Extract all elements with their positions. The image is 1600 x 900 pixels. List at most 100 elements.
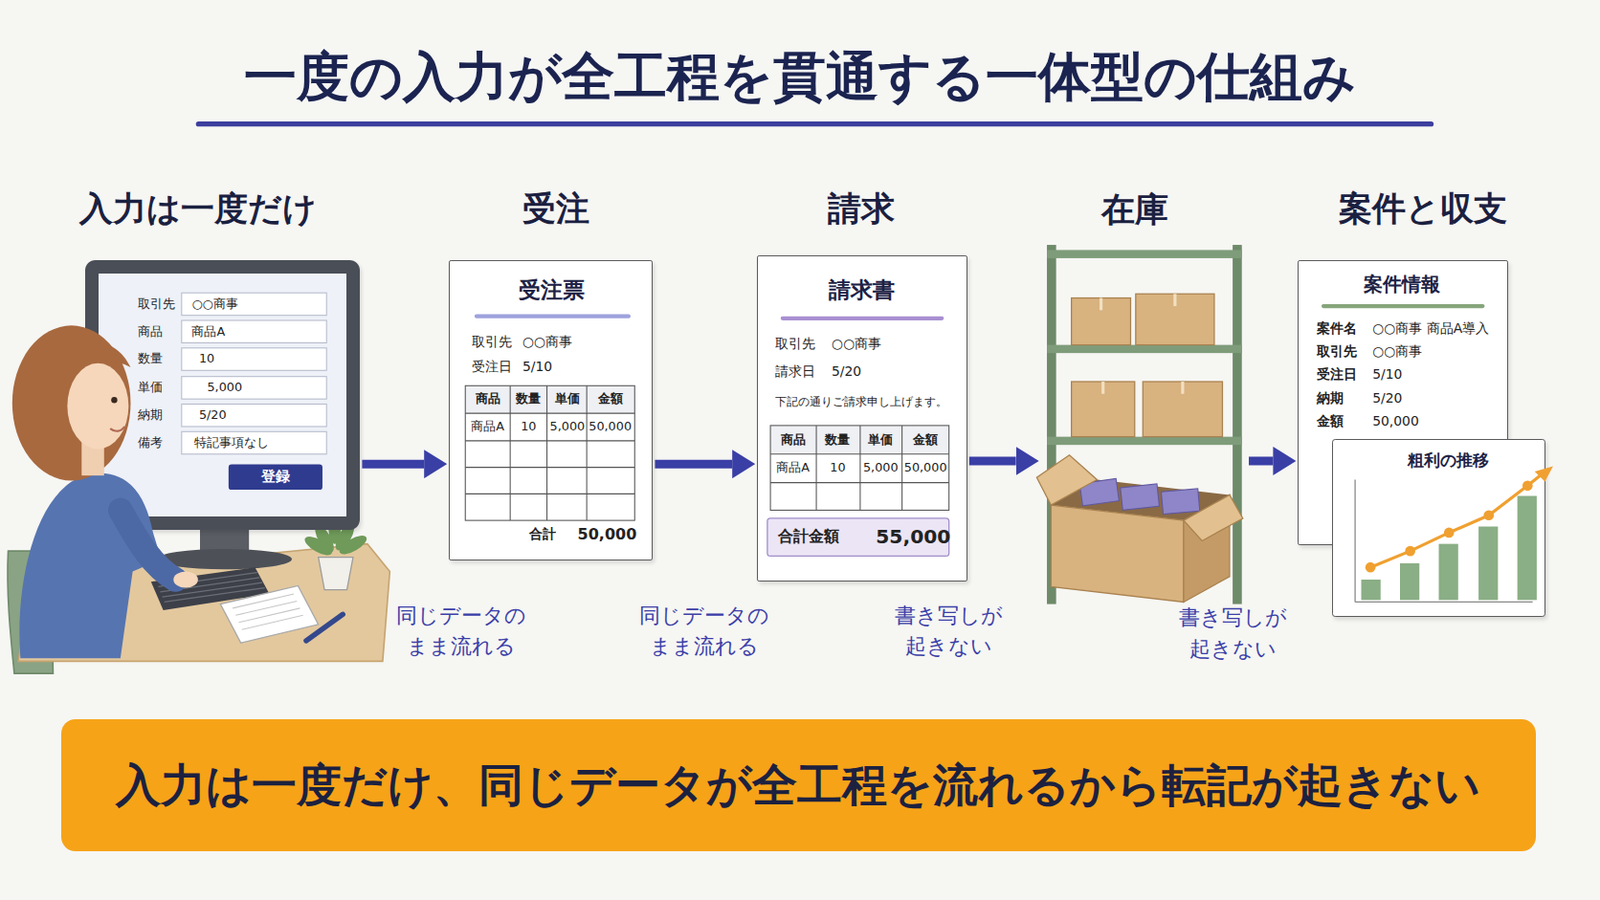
chart-bar: [1517, 496, 1537, 601]
plant-leaf: [302, 533, 335, 559]
title-underline: [1321, 304, 1486, 309]
table-cell: 登録: [261, 468, 290, 485]
title-underline: [780, 316, 945, 321]
table-grid: [770, 425, 950, 512]
person-hair: [12, 325, 132, 481]
box-flap: [1183, 494, 1244, 541]
stage-heading: 受注: [522, 189, 590, 228]
field-text: 納期: [137, 408, 163, 423]
field-text: 特記事項なし: [194, 436, 269, 450]
flow-arrow: [654, 460, 733, 469]
table-cell: 商品A: [470, 420, 505, 434]
table-cell: 合計: [529, 527, 556, 542]
product-pack: [1120, 484, 1160, 511]
table-cell: 商品: [475, 392, 501, 406]
paper-lines: [239, 608, 301, 623]
person-face: [66, 363, 129, 450]
field-text: ○○商事 商品A導入: [1372, 322, 1489, 337]
table-grid: [901, 425, 903, 512]
table-cell: 5,000: [550, 420, 586, 434]
person-arm: [120, 510, 177, 580]
open-box-front: [1050, 505, 1184, 602]
input-field: [181, 377, 327, 400]
box-tape: [1101, 381, 1105, 395]
shelf-board: [1046, 249, 1243, 259]
document-title: 受注票: [518, 277, 585, 304]
trend-point: [1365, 562, 1377, 574]
cardboard-box: [1142, 381, 1223, 438]
edge-label: 同じデータの まま流れる: [622, 600, 786, 663]
trend-point: [1522, 481, 1534, 492]
field-text: 10: [199, 352, 215, 366]
input-field: [181, 431, 327, 454]
trend-arrowhead: [1534, 466, 1554, 483]
person-body: [19, 473, 161, 659]
box-tape: [1180, 381, 1184, 395]
table-header: [465, 385, 635, 414]
title-underline: [196, 121, 1434, 127]
table-grid: [465, 440, 635, 442]
chart-axis: [1354, 479, 1356, 602]
chart-bar: [1439, 544, 1459, 601]
stage-heading: 入力は一度だけ: [79, 188, 317, 227]
field-text: 取引先: [137, 297, 176, 312]
cardboard-box: [1071, 298, 1132, 346]
flow-arrow: [1248, 456, 1273, 466]
field-text: 5/10: [1372, 368, 1402, 383]
person-eye: [111, 397, 117, 403]
product-pack: [1160, 488, 1200, 515]
field-text: ○○商事: [191, 297, 238, 312]
table-cell: 50,000: [588, 420, 632, 434]
table-grid: [816, 425, 818, 512]
document-title: 請求書: [828, 277, 895, 304]
table-cell: 50,000: [904, 461, 948, 475]
caption: 入力は一度だけ、同じデータが全工程を流れるから転記が起きない: [115, 755, 1481, 817]
table-grid: [510, 385, 512, 521]
field-text: 取引先: [775, 337, 816, 353]
paper-sheet: [220, 585, 318, 644]
table-cell: 55,000: [875, 526, 951, 548]
field-text: 5/20: [831, 365, 862, 380]
cardboard-box: [1135, 293, 1215, 345]
field-text: 5/10: [522, 359, 553, 375]
field-text: 合計金額: [777, 528, 840, 546]
chart-bar: [1478, 527, 1498, 601]
table-cell: 金額: [598, 392, 623, 406]
edge-label: 同じデータの まま流れる: [379, 600, 544, 663]
table-cell: 10: [520, 420, 536, 434]
chart-axis: [1355, 601, 1534, 603]
table-cell: 10: [829, 461, 845, 475]
person-bangs: [61, 342, 132, 380]
field-text: 金額: [1316, 415, 1344, 430]
chart-title: 粗利の推移: [1407, 452, 1489, 472]
table-grid: [859, 425, 861, 512]
table-cell: 金額: [912, 433, 938, 447]
chart-bar: [1400, 563, 1420, 600]
field-text: 取引先: [471, 335, 512, 351]
field-text: 下記の通りご請求申し上げます。: [775, 396, 948, 409]
stage-heading: 案件と収支: [1338, 189, 1508, 228]
input-field: [181, 403, 327, 426]
paper-lines: [232, 594, 294, 609]
field-text: 5/20: [1372, 391, 1402, 406]
table-cell: 商品A: [776, 461, 810, 475]
trend-point: [1404, 546, 1416, 557]
field-text: 備考: [137, 436, 163, 450]
stage-heading: 請求: [827, 189, 895, 228]
table-cell: 単価: [555, 392, 580, 406]
field-text: 受注日: [471, 359, 512, 375]
field-text: 受注日: [1316, 368, 1357, 383]
field-text: ○○商事: [831, 337, 882, 353]
plant-leaf: [336, 532, 370, 558]
edge-label: 書き写しが 起きない: [866, 600, 1031, 663]
chart-bar: [1360, 579, 1380, 600]
person-hand: [173, 571, 199, 588]
field-text: 5/20: [199, 408, 227, 423]
title: 一度の入力が全工程を貫通する一体型の仕組み: [244, 46, 1356, 106]
table-cell: 5,000: [863, 461, 899, 475]
table-grid: [465, 466, 635, 468]
document-title: 案件情報: [1363, 273, 1441, 296]
field-text: 請求日: [775, 365, 816, 380]
